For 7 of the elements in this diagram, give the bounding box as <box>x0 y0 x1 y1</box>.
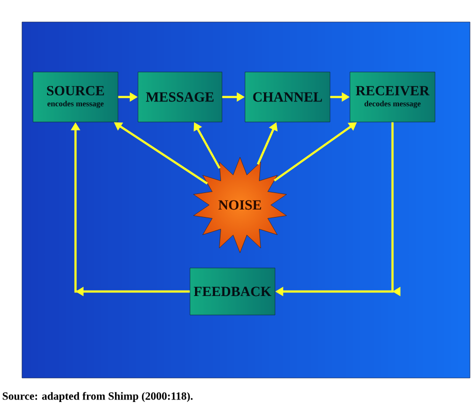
process-box: FEEDBACK <box>190 268 276 316</box>
starburst: NOISE <box>193 157 287 253</box>
process-box: RECEIVER decodes message <box>350 72 436 122</box>
process-box: MESSAGE <box>138 72 222 122</box>
caption: Source: adapted from Shimp (2000:118). <box>2 392 193 402</box>
process-box: SOURCE encodes message <box>32 72 118 122</box>
process-box: CHANNEL <box>244 72 330 122</box>
